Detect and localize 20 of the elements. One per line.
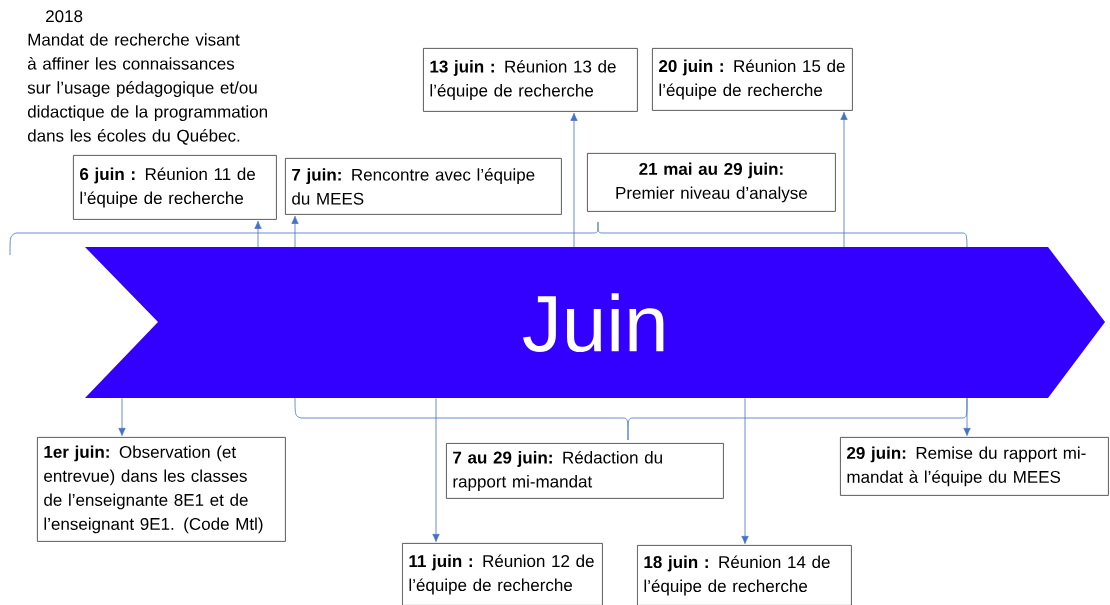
- event-box: 6 juin : Réunion 11 de l’équipe de recherche: [73, 155, 277, 220]
- arrow: [432, 398, 440, 542]
- event-box: 7 au 29 juin: Rédaction du rapport mi-mandat: [446, 443, 724, 499]
- event-box: 7 juin: Rencontre avec l’équipe du MEES: [285, 158, 562, 215]
- arrow: [840, 111, 848, 248]
- arrow: [254, 220, 262, 248]
- heading: 2018: [46, 10, 83, 23]
- event-box: 29 juin: Remise du rapport mi-mandat à l’équipe du MEES: [840, 437, 1109, 496]
- description: Mandat de recherche visant à affiner les connaissances sur l’usage pédagogique et/ou didactique de la programmation dans les écoles du Québec.: [27, 33, 267, 145]
- arrow: [963, 398, 971, 436]
- arrow: [118, 398, 126, 436]
- event-box: 18 juin : Réunion 14 de l’équipe de recherche: [637, 545, 852, 605]
- event-box: 13 juin : Réunion 13 de l’équipe de recherche: [423, 48, 638, 112]
- event-box: 21 mai au 29 juin: Premier niveau d’analyse: [587, 153, 836, 212]
- arrow: [291, 215, 299, 248]
- event-box: 20 juin : Réunion 15 de l’équipe de recherche: [652, 48, 853, 111]
- arrow: [570, 112, 578, 248]
- arrow: [741, 398, 749, 544]
- event-box: 11 juin : Réunion 12 de l’équipe de recherche: [402, 543, 603, 605]
- event-box: 1er juin: Observation (et entrevue) dans les classes de l’enseignante 8E1 et de l’enseignant 9E1. (Code Mtl): [37, 437, 286, 542]
